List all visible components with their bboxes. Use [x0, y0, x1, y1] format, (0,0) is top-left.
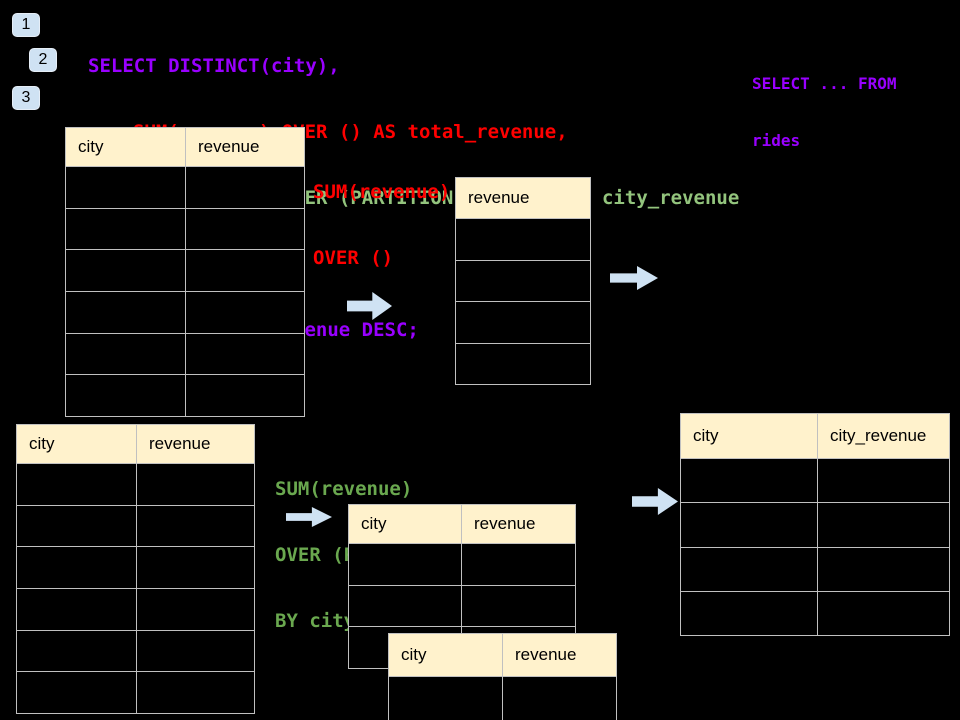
- empty-cell: [185, 332, 305, 376]
- column-header-revenue: revenue: [502, 633, 617, 677]
- empty-cell: [16, 671, 137, 714]
- column-header-city: city: [348, 504, 462, 544]
- table-row: [680, 590, 950, 637]
- empty-cell: [185, 207, 305, 251]
- table-row: [16, 671, 255, 714]
- empty-cell: [502, 676, 617, 720]
- empty-cell: [136, 546, 255, 589]
- table-row: [16, 463, 255, 506]
- step-badge-1: 1: [12, 13, 40, 37]
- empty-cell: [455, 259, 591, 302]
- table-row: [680, 546, 950, 592]
- flow-arrow-icon: [286, 507, 332, 527]
- table-row: [65, 374, 305, 417]
- empty-cell: [185, 374, 305, 417]
- empty-cell: [680, 502, 818, 548]
- table-row: [16, 629, 255, 673]
- column-header-city: city: [388, 633, 503, 677]
- table-row: [348, 584, 576, 628]
- table-revenue-only: revenue: [455, 177, 591, 385]
- column-header-revenue: revenue: [455, 177, 591, 219]
- empty-cell: [65, 374, 186, 417]
- table-row: [65, 166, 305, 209]
- empty-cell: [65, 332, 186, 376]
- empty-cell: [817, 457, 950, 504]
- column-header-city: city: [65, 127, 186, 167]
- table-partition-front: city revenue: [388, 633, 617, 720]
- table-row: [455, 301, 591, 344]
- empty-cell: [16, 629, 137, 673]
- table-row: [65, 249, 305, 292]
- column-header-city: city: [16, 424, 137, 464]
- table-row: [65, 332, 305, 376]
- annotation-city-line-1: SUM(revenue): [275, 478, 413, 500]
- table-row: [65, 290, 305, 334]
- step-badge-2: 2: [29, 48, 57, 72]
- table-row: [16, 587, 255, 631]
- empty-cell: [185, 249, 305, 292]
- table-row: [680, 502, 950, 548]
- table-row: [455, 218, 591, 261]
- step-badge-3: 3: [12, 86, 40, 110]
- annotation-total-revenue: SUM(revenue) OVER (): [313, 137, 450, 313]
- empty-cell: [680, 457, 818, 504]
- table-row: [16, 504, 255, 548]
- table-result-city-revenue: city city_revenue: [680, 413, 950, 637]
- empty-cell: [348, 584, 462, 628]
- table-row: [388, 676, 617, 720]
- empty-cell: [817, 590, 950, 637]
- empty-cell: [136, 504, 255, 548]
- empty-cell: [455, 301, 591, 344]
- empty-cell: [680, 590, 818, 637]
- table-row: [16, 546, 255, 589]
- empty-cell: [817, 502, 950, 548]
- empty-cell: [16, 463, 137, 506]
- empty-cell: [461, 543, 576, 586]
- column-header-revenue: revenue: [136, 424, 255, 464]
- side-note-line-1: SELECT ... FROM: [752, 74, 897, 93]
- table-row: [348, 543, 576, 586]
- column-header-revenue: revenue: [461, 504, 576, 544]
- empty-cell: [817, 546, 950, 592]
- empty-cell: [348, 543, 462, 586]
- empty-cell: [65, 207, 186, 251]
- side-note-select-from-rides: SELECT ... FROM rides: [752, 36, 897, 188]
- empty-cell: [16, 504, 137, 548]
- empty-cell: [16, 587, 137, 631]
- empty-cell: [136, 463, 255, 506]
- column-header-city-revenue: city_revenue: [817, 413, 950, 459]
- empty-cell: [680, 546, 818, 592]
- flow-arrow-icon: [347, 292, 392, 320]
- empty-cell: [185, 290, 305, 334]
- sql-line-select: SELECT DISTINCT(city),: [88, 55, 340, 77]
- empty-cell: [65, 166, 186, 209]
- annotation-total-line-1: SUM(revenue): [313, 181, 451, 203]
- empty-cell: [136, 587, 255, 631]
- empty-cell: [455, 342, 591, 385]
- annotation-total-line-2: OVER (): [313, 247, 394, 269]
- table-row: [455, 259, 591, 302]
- empty-cell: [185, 166, 305, 209]
- empty-cell: [65, 249, 186, 292]
- empty-cell: [65, 290, 186, 334]
- table-row: [680, 457, 950, 504]
- empty-cell: [136, 671, 255, 714]
- empty-cell: [461, 584, 576, 628]
- flow-arrow-icon: [610, 266, 658, 290]
- empty-cell: [388, 676, 503, 720]
- empty-cell: [136, 629, 255, 673]
- empty-cell: [16, 546, 137, 589]
- table-source-bottom: city revenue: [16, 424, 255, 714]
- column-header-city: city: [680, 413, 818, 459]
- table-source-top: city revenue: [65, 127, 305, 417]
- empty-cell: [455, 218, 591, 261]
- side-note-line-2: rides: [752, 131, 801, 150]
- table-row: [455, 342, 591, 385]
- flow-arrow-icon: [632, 488, 678, 515]
- table-row: [65, 207, 305, 251]
- column-header-revenue: revenue: [185, 127, 305, 167]
